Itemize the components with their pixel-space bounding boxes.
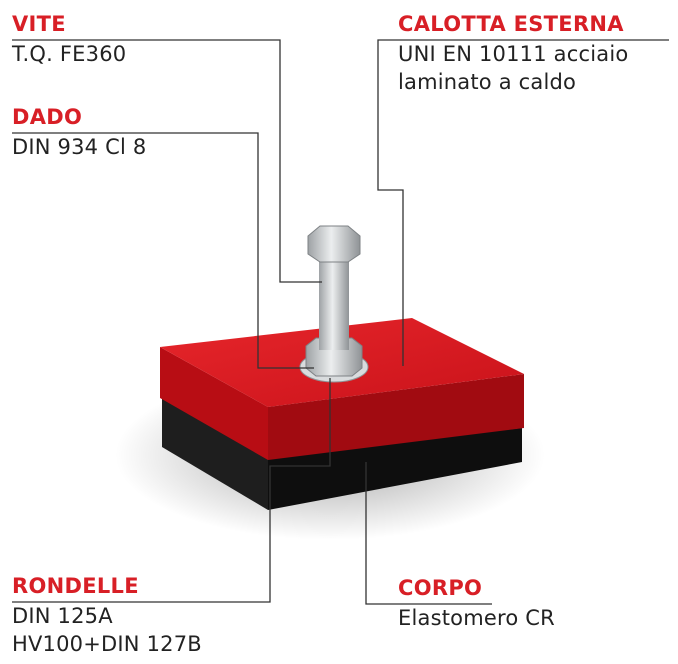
callout-calotta-desc-line2: laminato a caldo [398,70,577,94]
callout-vite-desc: T.Q. FE360 [12,42,127,66]
leader-line-dado [12,132,314,369]
red-cap-side-right [268,374,524,460]
callout-rondelle-title: RONDELLE [12,574,139,598]
callout-dado-desc: DIN 934 Cl 8 [12,135,147,159]
leader-line-calotta [377,39,669,366]
callout-rondelle-desc-line2: HV100+DIN 127B [12,632,202,656]
callout-corpo-title: CORPO [398,576,483,600]
callout-vite-title: VITE [12,12,66,36]
callout-calotta: CALOTTA ESTERNA UNI EN 10111 acciaio lam… [398,12,628,96]
callout-rondelle-desc-line1: DIN 125A [12,604,113,628]
callout-corpo: CORPO Elastomero CR [398,576,555,632]
leader-line-rondelle [12,378,331,603]
leader-line-corpo [365,462,492,605]
rubber-body-right [268,428,522,510]
rubber-body-left [162,395,268,510]
callout-vite: VITE T.Q. FE360 [12,12,126,68]
callout-dado: DADO DIN 934 Cl 8 [12,105,146,161]
leader-line-vite [12,39,322,283]
callout-corpo-desc: Elastomero CR [398,606,555,630]
bolt-shank [319,250,349,350]
callout-dado-title: DADO [12,105,83,129]
callout-calotta-title: CALOTTA ESTERNA [398,12,624,36]
red-cap-side-left [160,347,268,460]
callout-rondelle: RONDELLE DIN 125A HV100+DIN 127B [12,574,202,658]
callout-calotta-desc-line1: UNI EN 10111 acciaio [398,42,629,66]
bolt-head [307,225,361,263]
